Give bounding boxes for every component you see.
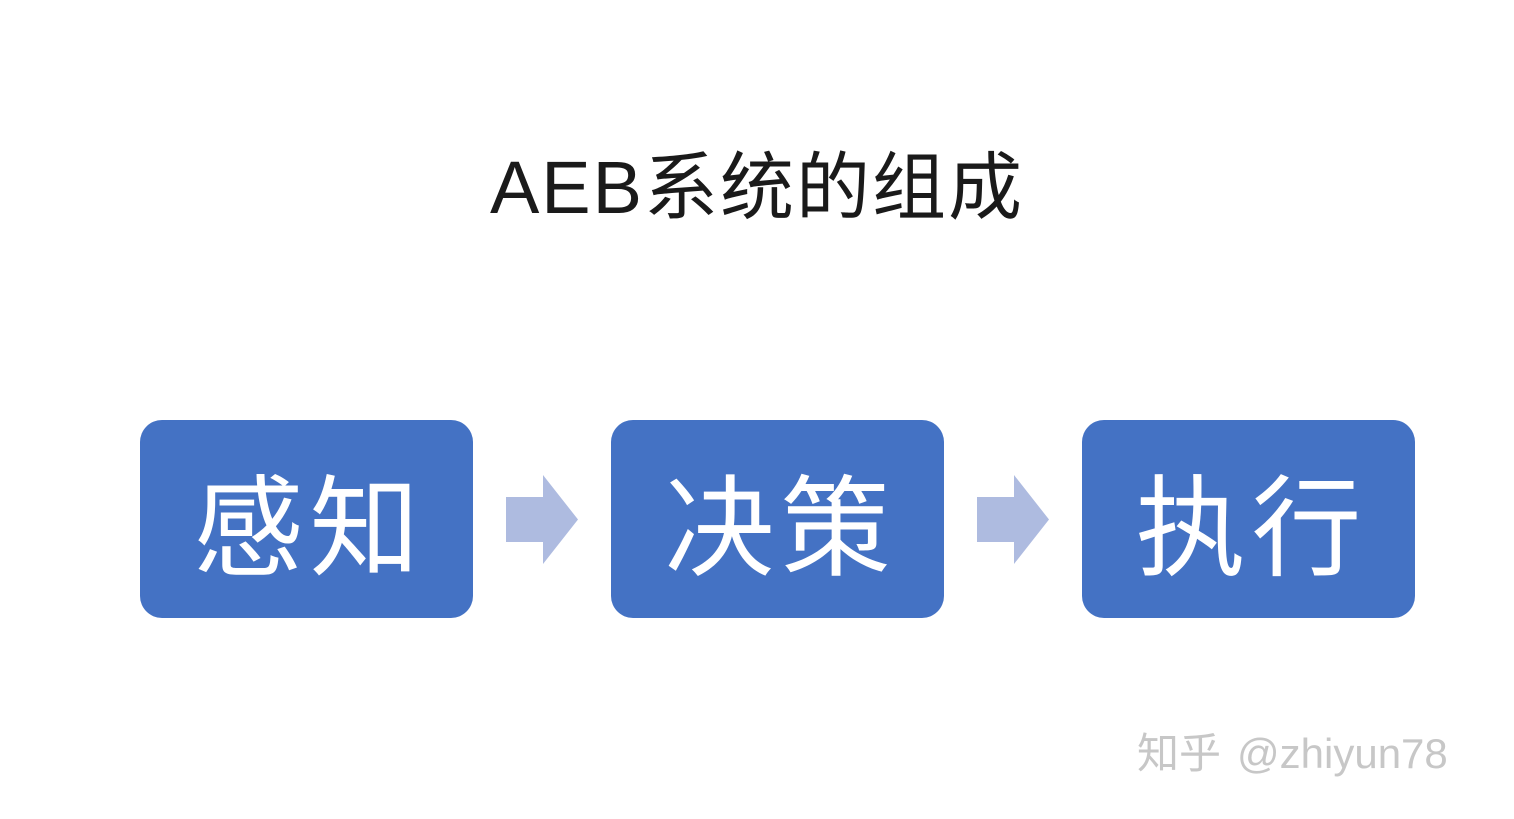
flow-step-decision: 决策 (611, 420, 944, 618)
flow-diagram: 感知 决策 执行 (140, 420, 1415, 618)
flow-step-perception: 感知 (140, 420, 473, 618)
zhihu-logo-text: 知乎 (1137, 730, 1222, 777)
flow-arrow-icon (473, 472, 611, 567)
flow-step-execution: 执行 (1082, 420, 1415, 618)
watermark: 知乎 @zhiyun78 (1137, 720, 1448, 781)
watermark-handle: @zhiyun78 (1237, 730, 1448, 777)
page-title: AEB系统的组成 (489, 146, 1025, 229)
flow-arrow-icon (944, 472, 1082, 567)
